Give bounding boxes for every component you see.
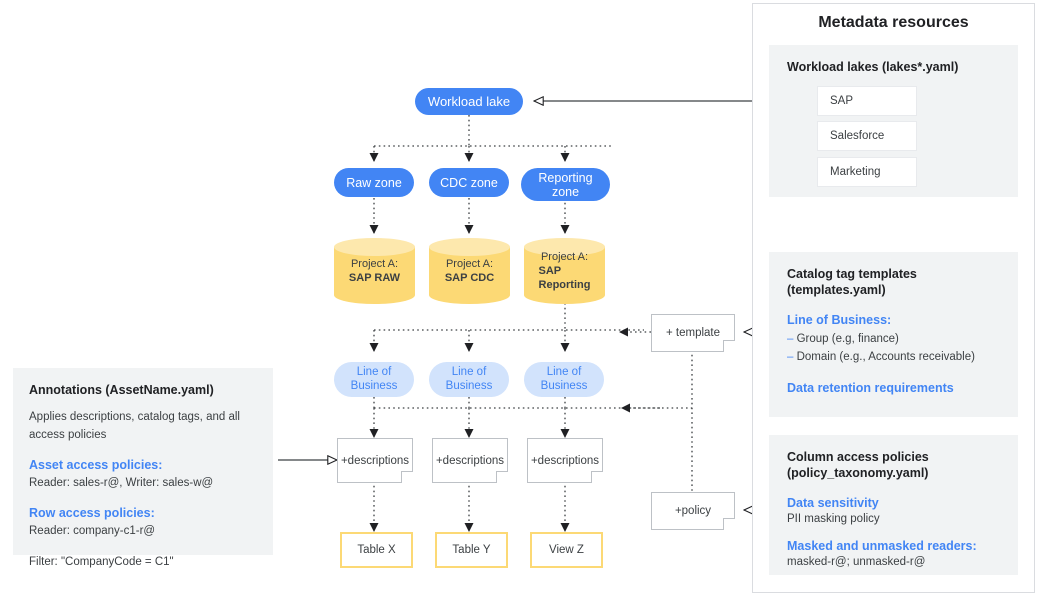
lake-item-salesforce[interactable]: Salesforce — [817, 121, 917, 151]
project-name: SAP RAW — [348, 272, 401, 284]
asset-access-value: Reader: sales-r@, Writer: sales-w@ — [29, 477, 214, 489]
cylinder-top — [334, 238, 415, 256]
note-descriptions-label: +descriptions — [340, 454, 410, 467]
node-table-y[interactable]: Table Y — [435, 532, 508, 568]
node-project-sap-cdc[interactable]: Project A: SAP CDC — [429, 238, 510, 304]
node-project-sap-raw[interactable]: Project A: SAP RAW — [334, 238, 415, 304]
node-line-of-business-1[interactable]: Line of Business — [334, 362, 414, 397]
project-prefix: Project A: — [445, 258, 494, 270]
row-access-value: Reader: company-c1-r@ — [29, 525, 156, 537]
node-line-of-business-2[interactable]: Line of Business — [429, 362, 509, 397]
lob-label-line2: Business — [445, 379, 493, 392]
dash-icon: – — [787, 333, 794, 345]
node-table-x[interactable]: Table X — [340, 532, 413, 568]
metadata-resources-title: Metadata resources — [818, 14, 969, 31]
catalog-templates-title-line1: Catalog tag templates — [787, 267, 917, 281]
node-project-sap-reporting-label: Project A: SAP Reporting — [524, 238, 605, 304]
cylinder-top — [524, 238, 605, 256]
node-table-y-label: Table Y — [452, 544, 491, 556]
note-descriptions-label: +descriptions — [530, 454, 600, 467]
node-view-z-label: View Z — [549, 544, 584, 556]
data-sensitivity-value: PII masking policy — [787, 513, 880, 525]
node-project-sap-reporting[interactable]: Project A: SAP Reporting — [524, 238, 605, 304]
annotations-card-description: Applies descriptions, catalog tags, and … — [29, 411, 240, 441]
note-policy-label: +policy — [674, 505, 712, 517]
asset-access-heading: Asset access policies: — [29, 458, 163, 472]
lob-label-line2: Business — [540, 379, 588, 392]
note-descriptions-2[interactable]: +descriptions — [432, 438, 508, 483]
row-filter-value: Filter: "CompanyCode = C1" — [29, 556, 174, 568]
node-cdc-zone-label: CDC zone — [440, 175, 498, 190]
masked-readers-value: masked-r@; unmasked-r@ — [787, 556, 926, 568]
node-project-sap-raw-label: Project A: SAP RAW — [334, 238, 415, 304]
lob-label-line1: Line of — [356, 366, 392, 378]
lake-item-sap[interactable]: SAP — [817, 86, 917, 116]
note-descriptions-label: +descriptions — [435, 454, 505, 467]
lob-heading: Line of Business: — [787, 313, 892, 327]
node-cdc-zone[interactable]: CDC zone — [429, 168, 509, 197]
node-raw-zone[interactable]: Raw zone — [334, 168, 414, 197]
lob-list: – Group (e.g, finance) – Domain (e.g., A… — [787, 330, 1000, 366]
data-sensitivity-heading: Data sensitivity — [787, 496, 879, 510]
note-template-label: + template — [665, 327, 721, 339]
catalog-templates-title-line2: (templates.yaml) — [787, 283, 886, 297]
masked-readers-heading: Masked and unmasked readers: — [787, 539, 977, 553]
project-name: SAP CDC — [444, 272, 495, 284]
data-retention-heading: Data retention requirements — [787, 381, 954, 395]
lake-item-label: SAP — [830, 95, 854, 107]
lob-label-line2: Business — [350, 379, 398, 392]
column-access-title-line2: (policy_taxonomy.yaml) — [787, 466, 929, 480]
lake-item-label: Marketing — [830, 166, 881, 178]
column-access-card: Column access policies (policy_taxonomy.… — [769, 435, 1018, 575]
annotations-card-title: Annotations (AssetName.yaml) — [29, 383, 214, 397]
note-descriptions-3[interactable]: +descriptions — [527, 438, 603, 483]
workload-lakes-title: Workload lakes (lakes*.yaml) — [787, 60, 959, 74]
node-view-z[interactable]: View Z — [530, 532, 603, 568]
lob-label-line1: Line of — [546, 366, 582, 378]
cylinder-top — [429, 238, 510, 256]
node-reporting-zone-label: Reporting zone — [538, 170, 593, 199]
node-workload-lake-label: Workload lake — [427, 93, 511, 109]
node-line-of-business-3[interactable]: Line of Business — [524, 362, 604, 397]
lob-list-item-label: Domain (e.g., Accounts receivable) — [796, 351, 975, 363]
column-access-title-line1: Column access policies — [787, 450, 929, 464]
project-prefix: Project A: — [350, 258, 399, 270]
note-template[interactable]: + template — [651, 314, 735, 352]
node-table-x-label: Table X — [357, 544, 396, 556]
note-policy[interactable]: +policy — [651, 492, 735, 530]
note-descriptions-1[interactable]: +descriptions — [337, 438, 413, 483]
project-prefix: Project A: — [540, 251, 589, 263]
lake-item-marketing[interactable]: Marketing — [817, 157, 917, 187]
node-raw-zone-label: Raw zone — [346, 175, 402, 190]
node-workload-lake[interactable]: Workload lake — [415, 88, 523, 115]
project-name: SAP Reporting — [538, 265, 591, 291]
node-project-sap-cdc-label: Project A: SAP CDC — [429, 238, 510, 304]
catalog-templates-card: Catalog tag templates (templates.yaml) L… — [769, 252, 1018, 417]
node-reporting-zone[interactable]: Reporting zone — [521, 168, 610, 201]
lob-label-line1: Line of — [451, 366, 487, 378]
lob-list-item: – Group (e.g, finance) — [787, 330, 1000, 348]
lob-list-item: – Domain (e.g., Accounts receivable) — [787, 348, 1000, 366]
lake-item-label: Salesforce — [830, 130, 885, 142]
annotations-card: Annotations (AssetName.yaml) Applies des… — [13, 368, 273, 568]
row-access-heading: Row access policies: — [29, 506, 155, 520]
lob-list-item-label: Group (e.g, finance) — [796, 333, 899, 345]
dash-icon: – — [787, 351, 794, 363]
